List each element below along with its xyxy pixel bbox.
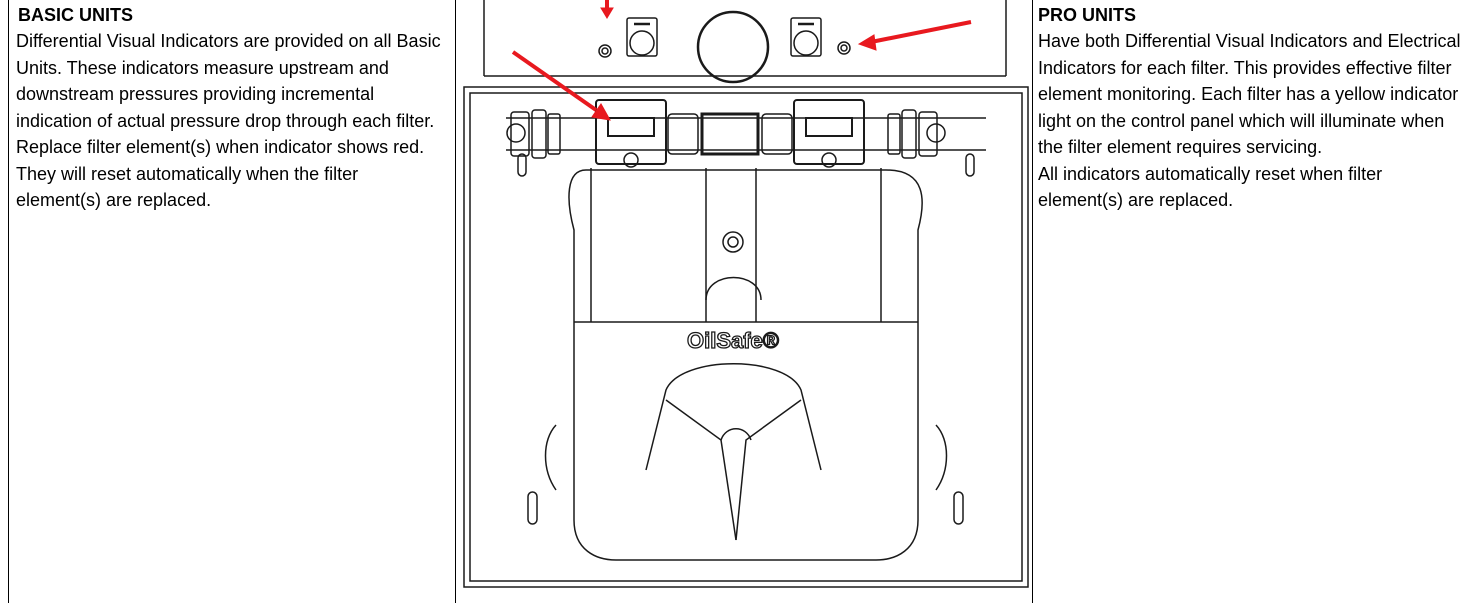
basic-units-description: Differential Visual Indicators are provi… — [16, 31, 441, 210]
basic-units-section: BASIC UNITS Differential Visual Indicato… — [16, 0, 446, 214]
side-hooks — [517, 153, 975, 525]
arrow-right-head — [857, 34, 877, 51]
filter-cart-diagram: OilSafe® — [456, 0, 1036, 603]
pro-units-section: PRO UNITS Have both Differential Visual … — [1038, 0, 1468, 214]
pro-units-description: Have both Differential Visual Indicators… — [1038, 31, 1461, 157]
pro-units-heading: PRO UNITS — [1038, 5, 1137, 25]
arrow-top-head — [600, 7, 614, 19]
filter-manifold — [506, 99, 986, 168]
arrow-left-head — [591, 103, 611, 121]
gauge-right — [790, 17, 822, 57]
indicator-light-right — [837, 41, 851, 55]
arrow-right — [870, 20, 972, 44]
arrow-left — [511, 50, 598, 112]
control-panel — [483, 0, 1007, 84]
table-border-left — [8, 0, 9, 603]
gauge-left — [626, 17, 658, 57]
center-cap — [696, 10, 770, 84]
callout-arrows — [511, 0, 972, 121]
brand-logo: OilSafe® — [687, 328, 779, 353]
table-divider-1 — [455, 0, 456, 603]
cart-frame — [463, 86, 1029, 588]
reservoir-tank — [568, 168, 923, 561]
table-divider-2 — [1032, 0, 1033, 603]
basic-units-heading: BASIC UNITS — [18, 5, 134, 25]
pro-units-reset-note: All indicators automatically reset when … — [1038, 163, 1383, 211]
indicator-light-left — [598, 44, 612, 58]
